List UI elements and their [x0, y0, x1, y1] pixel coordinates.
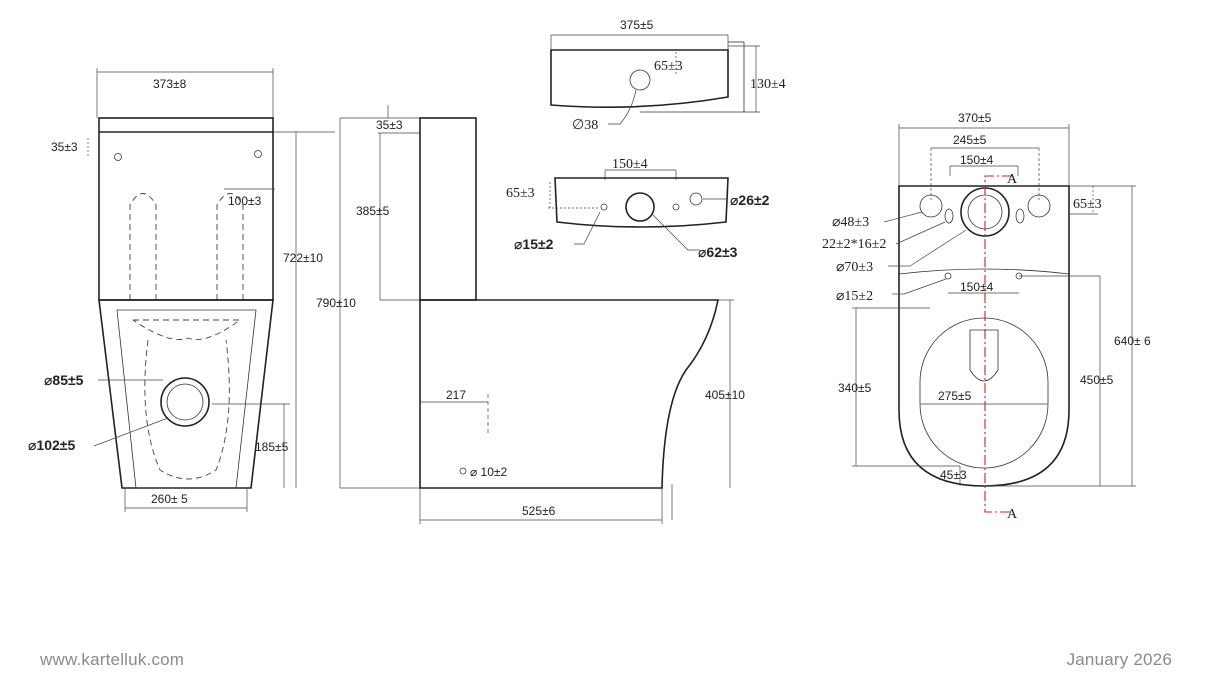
plan-front-offset-label: 45±3 [940, 468, 967, 482]
plan-section-line [984, 175, 1012, 513]
front-inner-offset-label: 100±3 [228, 194, 262, 208]
side-total-height-label: 790±10 [316, 296, 356, 310]
side-fixing-hole-label: ⌀ 10±2 [470, 465, 507, 479]
cistern-top-hole-offset-label: 65±3 [654, 59, 683, 74]
plan-outer-width-label: 370±5 [958, 111, 992, 125]
cistern-base-bolt-hole-label: ⌀15±2 [514, 236, 554, 252]
front-width-label: 373±8 [153, 77, 187, 91]
plan-lower-spacing-label: 150±4 [960, 280, 994, 294]
front-outlet-height-label: 185±5 [255, 440, 289, 454]
plan-cistern-offset-label: 65±3 [1073, 197, 1102, 212]
cistern-top-outline [550, 49, 729, 109]
plan-section-mark-top: A [1007, 172, 1018, 187]
plan-flush-inlet-label: ⌀70±3 [836, 260, 873, 275]
cistern-top-hole-label: ∅38 [572, 118, 598, 133]
plan-slot-label: 22±2*16±2 [822, 237, 886, 252]
side-bowl [419, 299, 719, 489]
cistern-base-offset-label: 65±3 [506, 186, 535, 201]
bowl-plan-view: 370±5 245±5 150±4 A A ⌀48±3 22±2*16±2 ⌀7… [822, 111, 1151, 522]
plan-total-length-label: 640± 6 [1114, 334, 1151, 348]
cistern-top-view: 375±5 130±4 65±3 ∅38 [550, 18, 786, 133]
side-depth-label: 525±6 [522, 504, 556, 518]
plan-seat-length-label: 340±5 [838, 381, 872, 395]
plan-seat-opening [919, 317, 1049, 469]
front-base-width-label: 260± 5 [151, 492, 188, 506]
side-bowl-height-label: 405±10 [705, 388, 745, 402]
footer-website[interactable]: www.kartelluk.com [40, 650, 185, 669]
plan-top-spacing-label: 150±4 [960, 153, 994, 167]
cistern-base-spacing-label: 150±4 [612, 157, 648, 172]
front-view: 373±8 35±3 100±3 722±10 ⌀85±5 ⌀102±5 18 [28, 68, 335, 512]
plan-bowl-length-label: 450±5 [1080, 373, 1114, 387]
front-outlet-label: ⌀85±5 [44, 372, 84, 388]
side-cistern-height-label: 385±5 [356, 204, 390, 218]
side-setback-label: 217 [446, 388, 466, 402]
side-cistern-top-label: 35±3 [376, 118, 403, 132]
front-bowl [98, 299, 274, 489]
side-cistern [419, 117, 477, 301]
front-trap-label: ⌀102±5 [28, 437, 75, 453]
cistern-base-outline [554, 177, 729, 228]
footer-date: January 2026 [1066, 650, 1172, 669]
plan-rim-width-label: 275±5 [938, 389, 972, 403]
cistern-top-height-label: 130±4 [750, 77, 786, 92]
plan-section-mark-bottom: A [1007, 507, 1018, 522]
front-height-label: 722±10 [283, 251, 323, 265]
cistern-base-view: 150±4 65±3 ⌀26±2 ⌀15±2 ⌀62±3 [506, 157, 770, 260]
cistern-base-side-hole-label: ⌀26±2 [730, 192, 770, 208]
cistern-base-center-hole-label: ⌀62±3 [698, 244, 738, 260]
front-cistern [98, 117, 274, 301]
front-hole-offset-label: 35±3 [51, 140, 78, 154]
plan-fixing-holes-label: ⌀15±2 [836, 289, 873, 304]
plan-mount-spacing-label: 245±5 [953, 133, 987, 147]
side-view: 790±10 35±3 385±5 405±10 217 ⌀ 10±2 525±… [316, 105, 745, 524]
plan-mount-hole-label: ⌀48±3 [832, 215, 869, 230]
cistern-top-width-label: 375±5 [620, 18, 654, 32]
